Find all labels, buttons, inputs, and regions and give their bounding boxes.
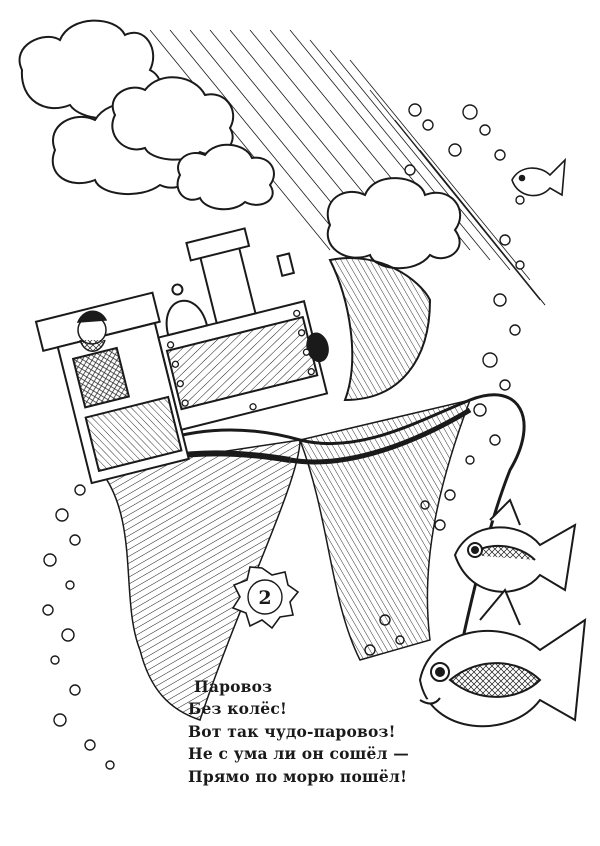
poem-line: Прямо по морю пошёл! — [188, 766, 408, 786]
chimney-top — [185, 227, 251, 262]
spray-cloud — [326, 177, 462, 270]
page-number-badge: 2 — [231, 566, 300, 630]
poem-line: Не с ума ли он сошёл — — [188, 744, 409, 764]
steam-dome — [165, 299, 209, 337]
driver — [76, 310, 108, 352]
cloud-4 — [176, 143, 275, 211]
cab-window — [71, 346, 131, 409]
cloud-group — [18, 19, 462, 270]
poem: Паровоз Без колёс! Вот так чудо-паровоз!… — [188, 676, 409, 788]
sky-hatching — [149, 29, 546, 306]
small-fish — [511, 157, 566, 197]
cab-panel — [84, 395, 183, 473]
rivets — [166, 309, 315, 411]
cloud-3 — [111, 76, 235, 161]
poem-line: Вот так чудо-паровоз! — [188, 721, 396, 741]
poem-title: Паровоз — [194, 677, 273, 696]
fish-upper — [453, 498, 577, 593]
lamp — [276, 252, 296, 277]
locomotive — [34, 227, 329, 485]
fish-lower — [418, 588, 587, 728]
page-number: 2 — [258, 587, 271, 609]
poem-line: Без колёс! — [188, 699, 287, 719]
